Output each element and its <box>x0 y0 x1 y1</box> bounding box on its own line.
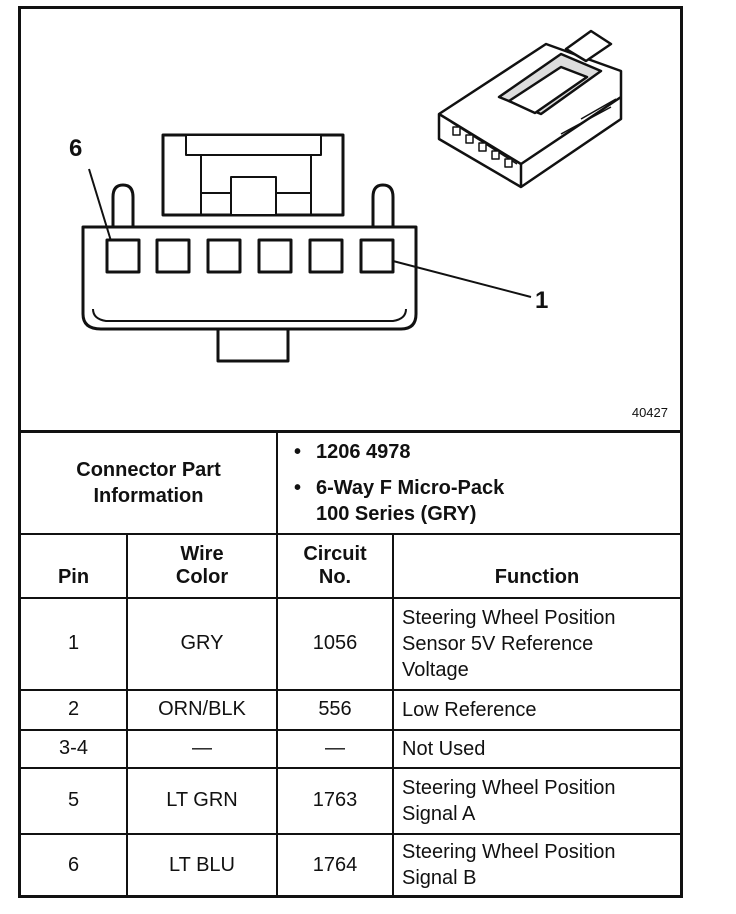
circuit-cell: 556 <box>276 688 394 731</box>
wire-color-cell: — <box>126 728 278 769</box>
connector-info-details: • 1206 4978 • 6-Way F Micro-Pack 100 Ser… <box>275 430 681 535</box>
header-function: Function <box>391 532 681 599</box>
function-cell: Not Used <box>391 728 681 769</box>
circuit-cell: 1764 <box>276 832 394 896</box>
table-row: 6 LT BLU 1764 Steering Wheel Position Si… <box>21 832 681 896</box>
circuit-cell: 1763 <box>276 766 394 835</box>
connector-info-label: Connector Part Information <box>21 430 278 535</box>
pin-1-callout: 1 <box>535 287 549 314</box>
part-number: 1206 4978 <box>316 440 411 463</box>
pin-cell: 3-4 <box>21 728 128 769</box>
wire-color-cell: LT BLU <box>126 832 278 896</box>
header-wire-color: Wire Color <box>126 532 278 599</box>
part-number-item: • 1206 4978 <box>294 440 411 463</box>
wire-color-cell: ORN/BLK <box>126 688 278 731</box>
diagram-frame: 6 1 40427 Connector Part Information • 1… <box>18 6 683 898</box>
pin-cell: 5 <box>21 766 128 835</box>
function-cell: Steering Wheel Position Signal B <box>391 832 681 896</box>
wire-color-cell: GRY <box>126 596 278 691</box>
table-row: 1 GRY 1056 Steering Wheel Position Senso… <box>21 596 681 691</box>
header-circuit: Circuit No. <box>276 532 394 599</box>
leader-line-pin-6 <box>88 168 112 242</box>
table-row: 3-4 — — Not Used <box>21 728 681 769</box>
connector-front-view <box>81 133 418 363</box>
function-cell: Steering Wheel Position Signal A <box>391 766 681 835</box>
description-item: • 6-Way F Micro-Pack <box>294 476 505 499</box>
description-item-continued: 100 Series (GRY) <box>316 501 672 527</box>
table-row: 5 LT GRN 1763 Steering Wheel Position Si… <box>21 766 681 835</box>
pin-6-callout: 6 <box>69 135 83 162</box>
description-line1: 6-Way F Micro-Pack <box>316 476 505 499</box>
leader-line-pin-1 <box>392 260 532 298</box>
connector-figure: 6 1 40427 <box>21 9 680 430</box>
table-row: 2 ORN/BLK 556 Low Reference <box>21 688 681 731</box>
circuit-cell: 1056 <box>276 596 394 691</box>
pin-cell: 1 <box>21 596 128 691</box>
description-line2: 100 Series (GRY) <box>316 502 477 525</box>
pin-cell: 2 <box>21 688 128 731</box>
header-pin: Pin <box>21 532 128 599</box>
connector-drawing <box>81 29 623 363</box>
connector-table: Connector Part Information • 1206 4978 •… <box>21 430 681 896</box>
wire-color-cell: LT GRN <box>126 766 278 835</box>
table-header-row: Pin Wire Color Circuit No. Function <box>21 532 681 599</box>
figure-number: 40427 <box>631 405 668 420</box>
function-cell: Low Reference <box>391 688 681 731</box>
pin-cell: 6 <box>21 832 128 896</box>
circuit-cell: — <box>276 728 394 769</box>
function-cell: Steering Wheel Position Sensor 5V Refere… <box>391 596 681 691</box>
connector-info-row: Connector Part Information • 1206 4978 •… <box>21 430 681 535</box>
connector-3d-sketch <box>437 29 623 189</box>
